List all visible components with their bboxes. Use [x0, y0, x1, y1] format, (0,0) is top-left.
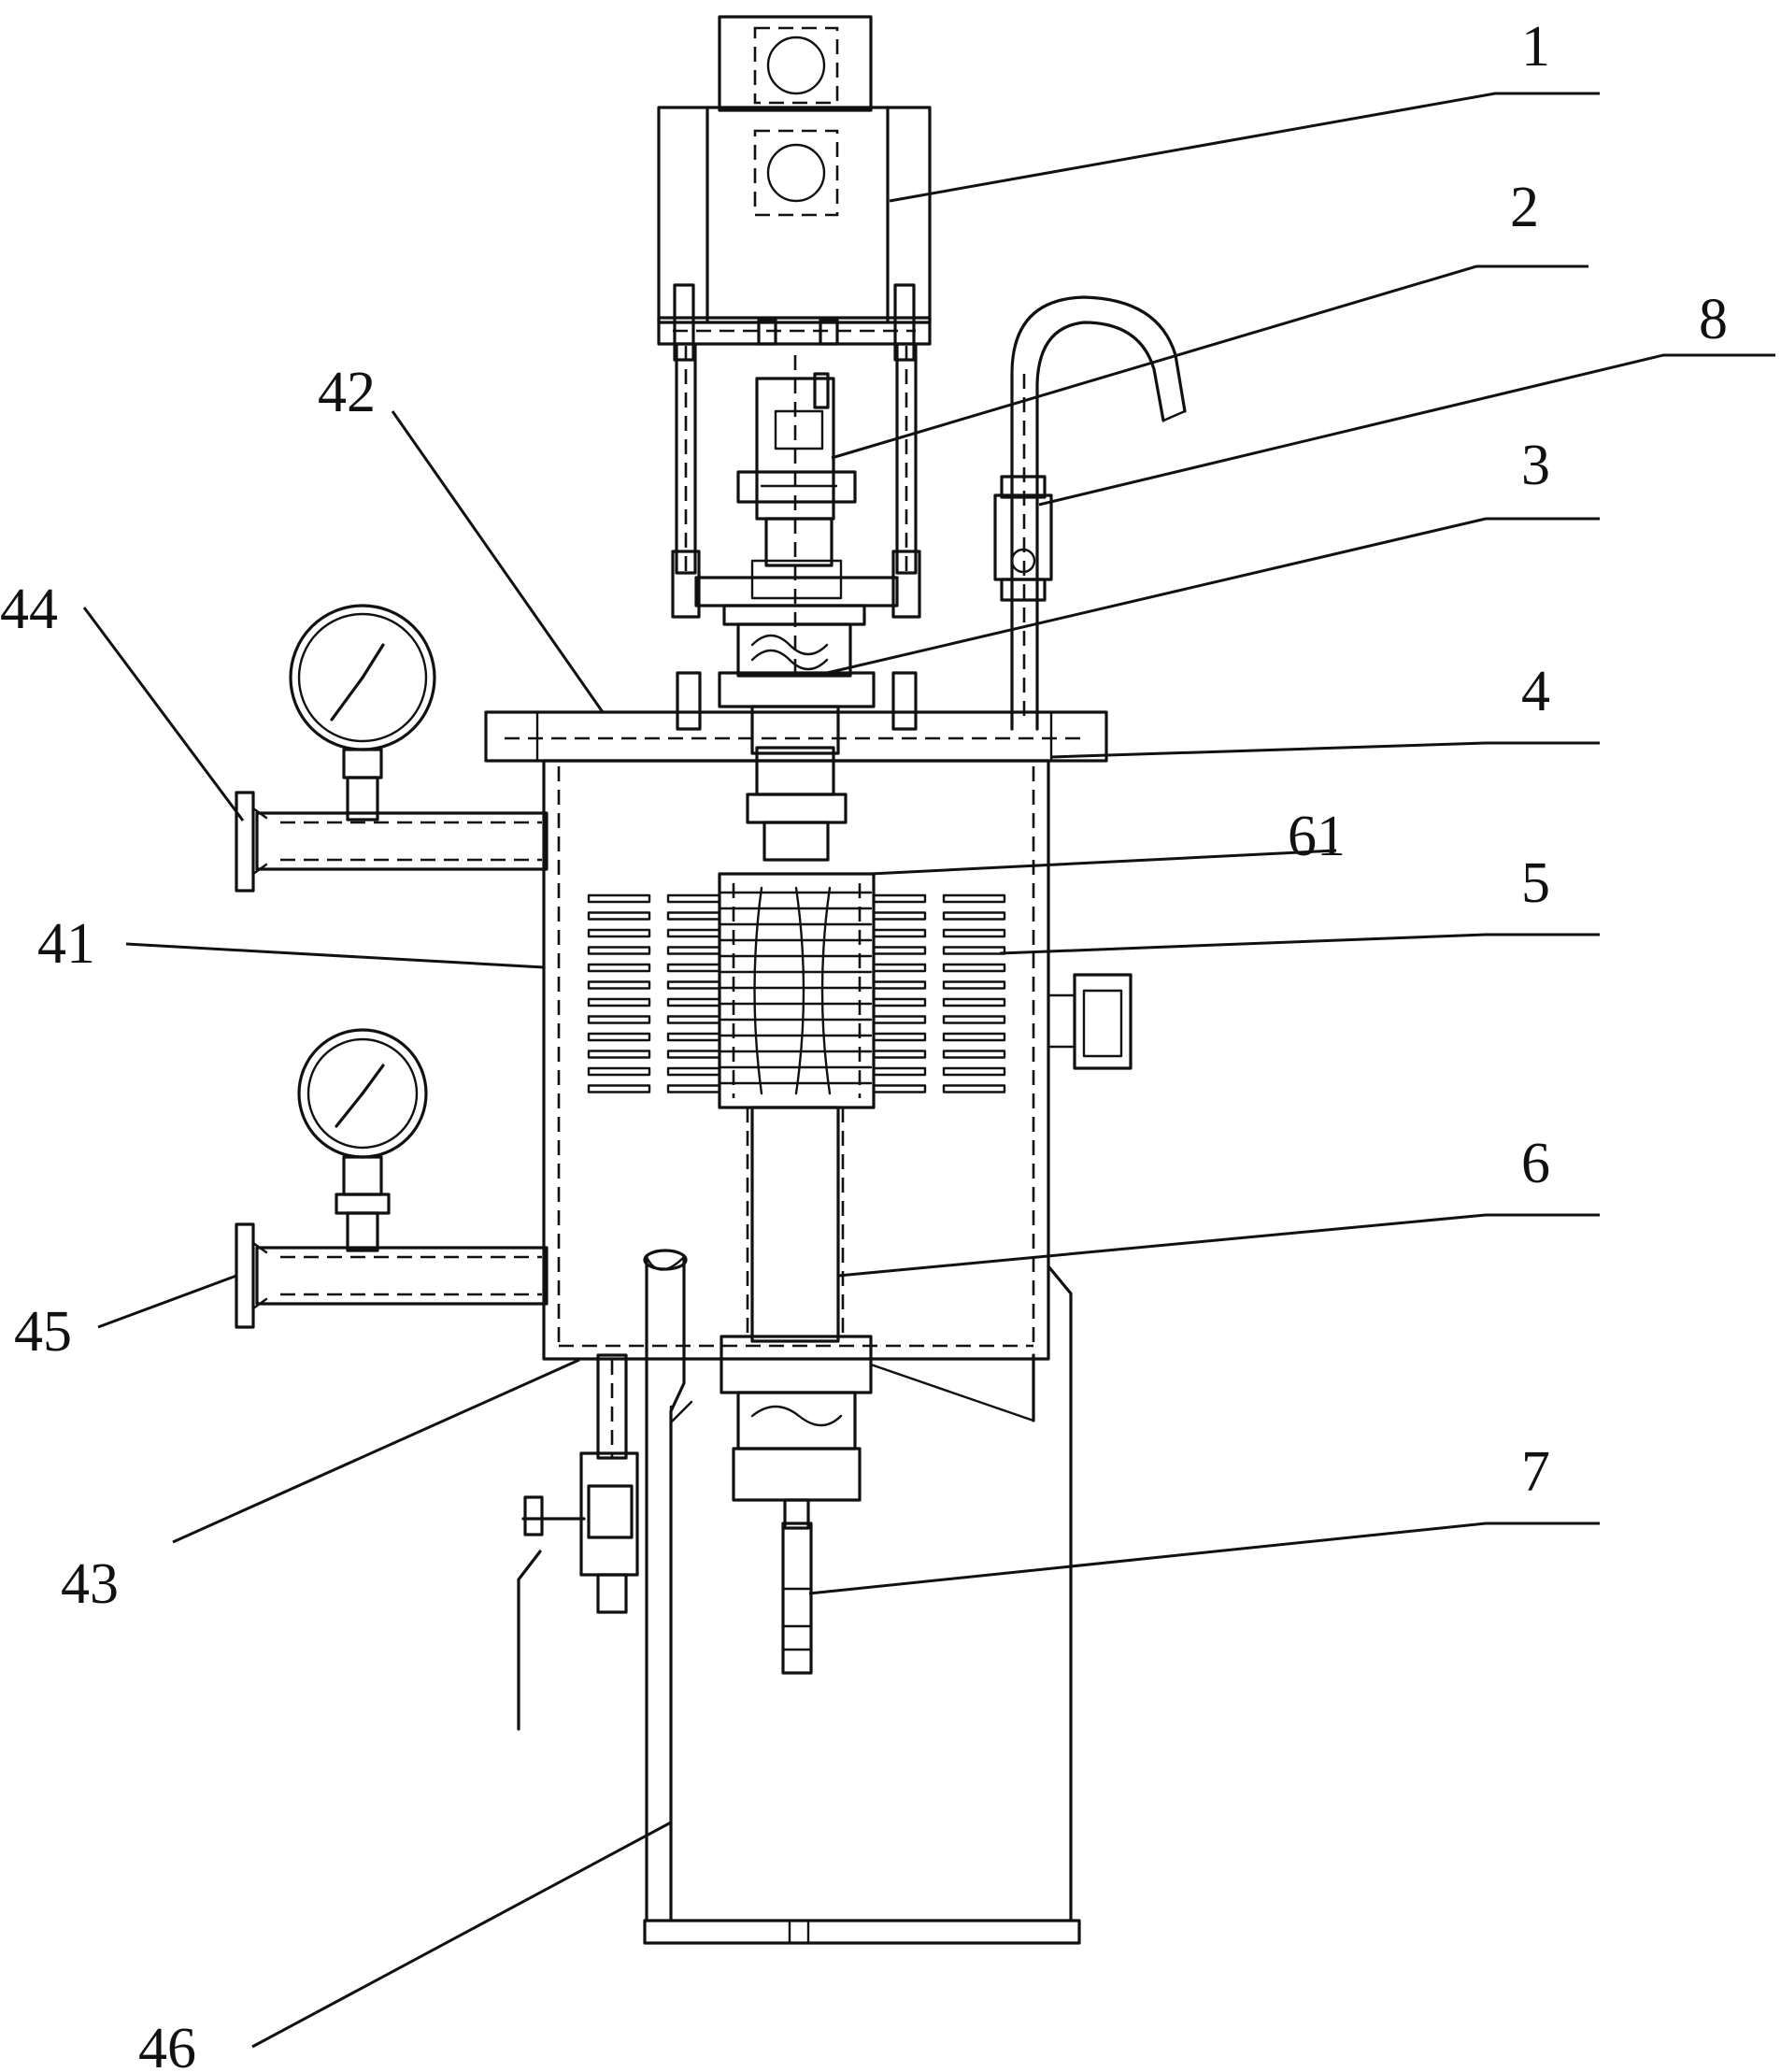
label-42: 42	[318, 361, 376, 424]
label-41: 41	[37, 912, 95, 976]
heating-slot	[942, 893, 1006, 904]
heating-slot	[942, 1015, 1006, 1024]
heating-slot	[942, 928, 1006, 938]
part-labels: 1 2 8 3 4 61 5 6 7 42 44 41 45 43 46	[0, 15, 1728, 2072]
vessel	[542, 759, 1050, 1361]
side-bracket	[1047, 973, 1133, 1070]
heating-slot	[666, 911, 721, 921]
label-46: 46	[138, 2017, 196, 2072]
heating-slot	[872, 928, 927, 938]
heating-slot	[587, 893, 651, 904]
motor	[657, 15, 932, 324]
impeller	[718, 872, 876, 1109]
heating-slot	[587, 980, 651, 990]
heating-slot	[587, 911, 651, 921]
heating-slot	[587, 1066, 651, 1077]
lower-coupling	[746, 746, 848, 862]
label-8: 8	[1699, 288, 1728, 351]
upper-gauge	[289, 604, 436, 822]
leader-lines	[82, 92, 1775, 2049]
motor-flange	[657, 283, 932, 362]
heating-slot	[872, 893, 927, 904]
stand	[643, 1249, 1081, 1945]
label-45: 45	[14, 1300, 72, 1364]
heating-slot	[587, 946, 651, 955]
heating-slot	[587, 963, 651, 973]
heating-slot	[666, 997, 721, 1007]
heating-slot	[942, 911, 1006, 921]
label-5: 5	[1521, 851, 1550, 915]
heating-slot	[942, 963, 1006, 973]
label-6: 6	[1521, 1132, 1550, 1195]
heating-slot	[872, 980, 927, 990]
bottom-bearing	[720, 1335, 873, 1530]
label-2: 2	[1510, 176, 1539, 239]
heating-slot	[872, 1066, 927, 1077]
outlet-nozzle	[781, 1522, 813, 1675]
heating-slot	[942, 1032, 1006, 1042]
heating-slot	[872, 963, 927, 973]
mechanical-seal	[676, 604, 918, 755]
label-1: 1	[1521, 15, 1550, 79]
heating-slot	[666, 1050, 721, 1059]
heating-slot	[942, 946, 1006, 955]
heating-slot	[872, 911, 927, 921]
lower-side-pipe	[235, 1222, 549, 1329]
heating-slot	[872, 997, 927, 1007]
coupling	[736, 355, 857, 673]
heating-slot	[666, 893, 721, 904]
label-44: 44	[0, 578, 58, 641]
support-frame	[671, 342, 921, 619]
heating-slot	[587, 1015, 651, 1024]
heating-slot	[666, 946, 721, 955]
lower-gauge	[297, 1028, 428, 1252]
heating-slot	[666, 1084, 721, 1093]
heating-slot	[666, 1032, 721, 1042]
heating-slot	[872, 1050, 927, 1059]
inlet-hose	[993, 295, 1187, 731]
heating-slot	[942, 980, 1006, 990]
heating-slot	[666, 1015, 721, 1024]
label-61: 61	[1288, 805, 1346, 868]
heating-slot	[872, 1015, 927, 1024]
label-43: 43	[61, 1552, 119, 1616]
heating-slot	[872, 1084, 927, 1093]
heating-slot	[666, 928, 721, 938]
label-4: 4	[1521, 660, 1550, 723]
heating-slot	[872, 1032, 927, 1042]
heating-slot	[587, 997, 651, 1007]
heating-slot	[942, 1050, 1006, 1059]
upper-side-pipe	[235, 791, 549, 893]
heating-slot	[666, 980, 721, 990]
heating-slot	[942, 1084, 1006, 1093]
label-7: 7	[1521, 1440, 1550, 1504]
heating-slot	[666, 963, 721, 973]
heating-slot	[587, 1050, 651, 1059]
drain-valve	[517, 1353, 639, 1731]
heating-slot	[587, 1084, 651, 1093]
heating-slot	[942, 1066, 1006, 1077]
heating-slot	[587, 928, 651, 938]
shaft-tube	[746, 1106, 845, 1343]
heating-slot	[872, 946, 927, 955]
label-3: 3	[1521, 434, 1550, 497]
heating-slot	[666, 1066, 721, 1077]
heating-slot	[587, 1032, 651, 1042]
heating-slot	[942, 997, 1006, 1007]
